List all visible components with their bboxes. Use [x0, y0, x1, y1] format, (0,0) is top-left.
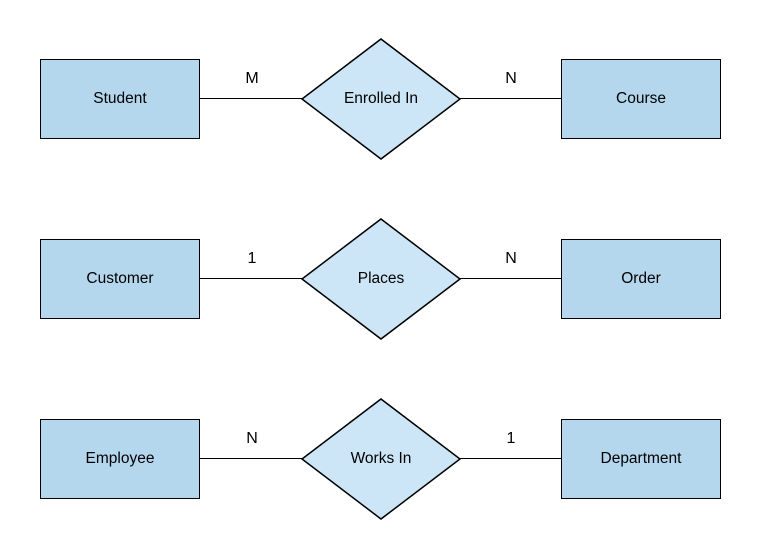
entity-order: Order [561, 239, 721, 319]
diamond-shape [300, 398, 462, 520]
cardinality-label: N [505, 70, 517, 87]
entity-label: Student [93, 90, 147, 107]
entity-label: Customer [86, 270, 154, 287]
entity-label: Department [600, 450, 682, 467]
cardinality-label: 1 [247, 250, 257, 267]
entity-customer: Customer [40, 239, 200, 319]
entity-student: Student [40, 59, 200, 139]
connector-line [460, 278, 561, 279]
connector-line [200, 98, 302, 99]
relationship-diamond [300, 218, 462, 340]
connector-line [460, 98, 561, 99]
entity-department: Department [561, 419, 721, 499]
cardinality-label: N [246, 430, 258, 447]
cardinality-label: N [505, 250, 517, 267]
cardinality-label: 1 [506, 430, 516, 447]
diamond-shape [300, 218, 462, 340]
connector-line [460, 458, 561, 459]
entity-course: Course [561, 59, 721, 139]
connector-line [200, 458, 302, 459]
relationship-diamond [300, 38, 462, 160]
diamond-shape [300, 38, 462, 160]
entity-employee: Employee [40, 419, 200, 499]
connector-line [200, 278, 302, 279]
cardinality-label: M [245, 70, 259, 87]
entity-label: Order [621, 270, 661, 287]
entity-label: Employee [85, 450, 155, 467]
relationship-diamond [300, 398, 462, 520]
entity-label: Course [616, 90, 666, 107]
